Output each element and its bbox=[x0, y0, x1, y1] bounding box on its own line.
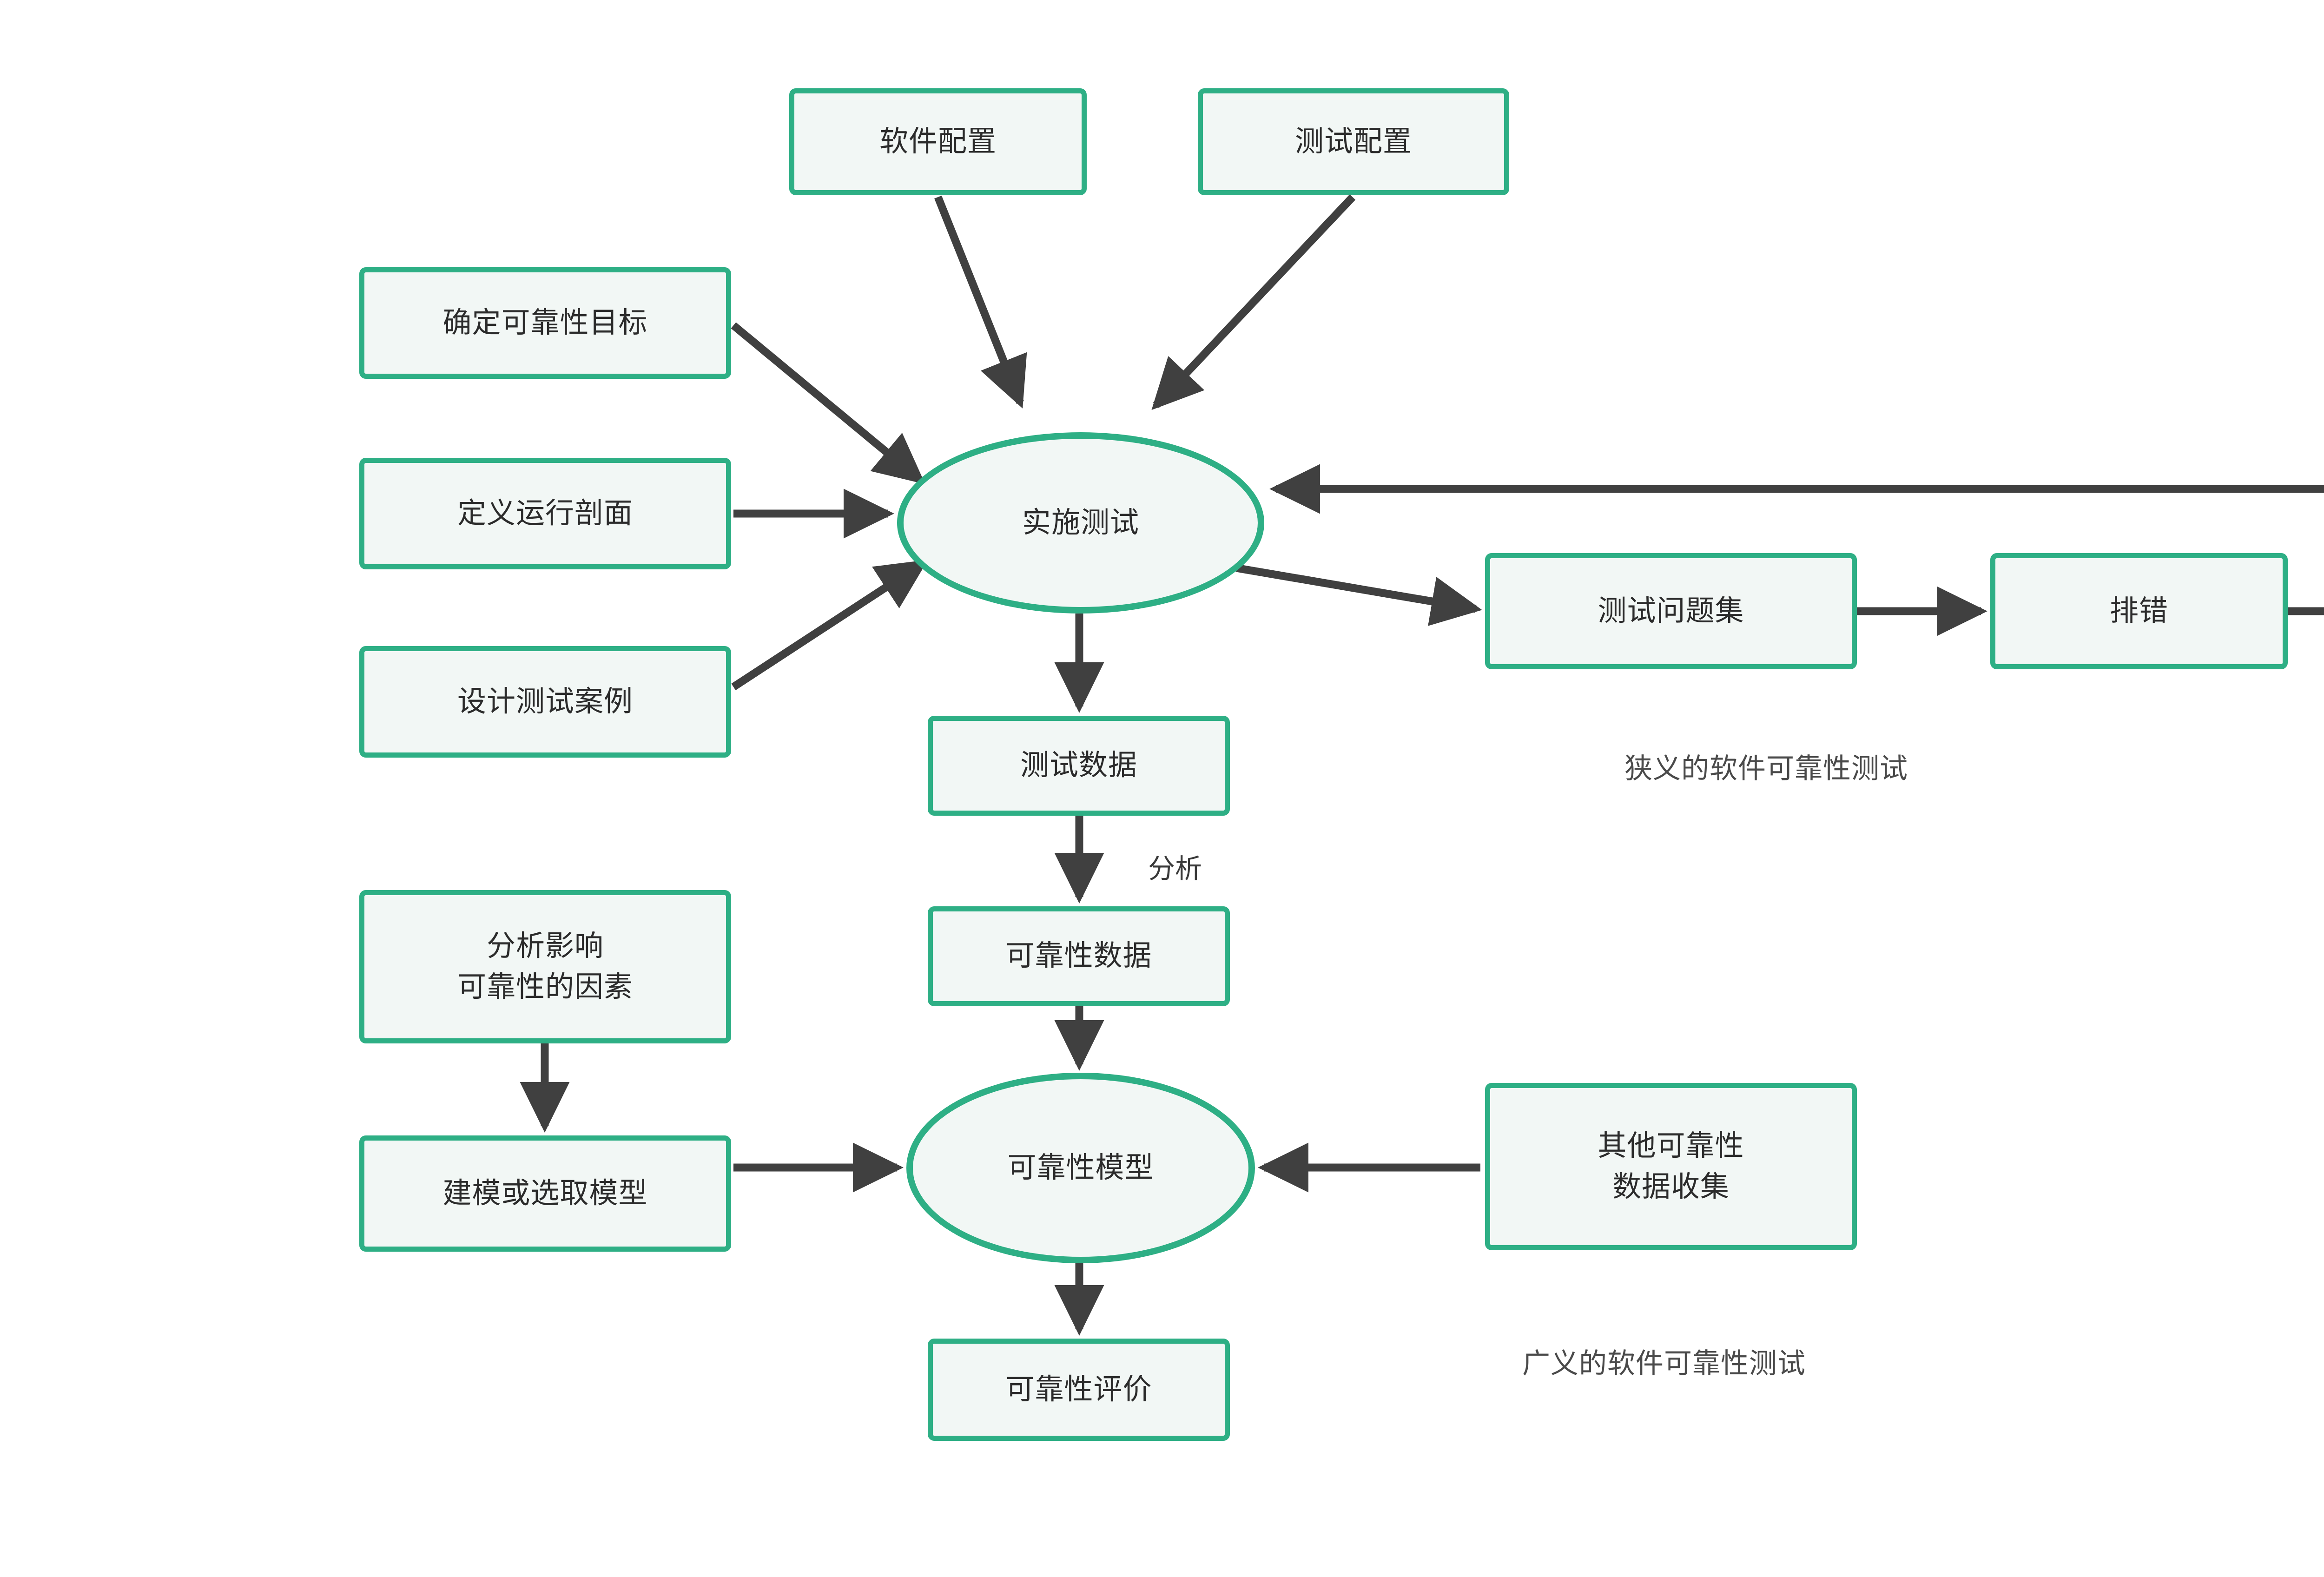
node-label: 实施测试 bbox=[1022, 506, 1139, 539]
edge-debug-to-implement-test bbox=[1269, 464, 2324, 615]
node-label: 可靠性模型 bbox=[1007, 1151, 1154, 1184]
node-model-selection[interactable]: 建模或选取模型 bbox=[359, 1135, 731, 1252]
node-test-config[interactable]: 测试配置 bbox=[1198, 88, 1509, 195]
node-label: 可靠性评价 bbox=[1005, 1373, 1152, 1405]
node-set-reliability-goal[interactable]: 确定可靠性目标 bbox=[359, 267, 731, 379]
node-test-data[interactable]: 测试数据 bbox=[928, 716, 1230, 816]
caption-broad-reliability-test: 广义的软件可靠性测试 bbox=[1522, 1348, 1806, 1379]
edge-software-config-to-implement-test bbox=[934, 195, 1027, 409]
node-reliability-data[interactable]: 可靠性数据 bbox=[928, 906, 1230, 1006]
node-debug[interactable]: 排错 bbox=[1990, 553, 2288, 669]
edge-cases-to-implement-test bbox=[731, 560, 928, 691]
node-reliability-eval[interactable]: 可靠性评价 bbox=[928, 1339, 1230, 1441]
node-label: 建模或选取模型 bbox=[442, 1177, 648, 1209]
edge-label-analysis: 分析 bbox=[1148, 854, 1202, 884]
node-label: 测试问题集 bbox=[1598, 594, 1744, 627]
node-label: 定义运行剖面 bbox=[457, 497, 633, 529]
node-label: 测试数据 bbox=[1020, 749, 1137, 782]
node-label: 测试配置 bbox=[1294, 125, 1412, 158]
node-other-data-collect[interactable]: 其他可靠性 数据收集 bbox=[1485, 1083, 1857, 1250]
edge-test-config-to-implement-test bbox=[1151, 194, 1356, 410]
node-label: 分析影响 可靠性的因素 bbox=[457, 930, 633, 1003]
node-label: 其他可靠性 数据收集 bbox=[1598, 1129, 1744, 1203]
edge-implement-test-to-issues bbox=[1235, 564, 1482, 626]
node-software-config[interactable]: 软件配置 bbox=[789, 88, 1087, 195]
node-label: 排错 bbox=[2109, 594, 2168, 627]
node-label: 可靠性数据 bbox=[1005, 940, 1152, 972]
node-test-issue-set[interactable]: 测试问题集 bbox=[1485, 553, 1857, 669]
node-implement-test[interactable]: 实施测试 bbox=[897, 432, 1264, 614]
caption-narrow-reliability-test: 狭义的软件可靠性测试 bbox=[1624, 753, 1908, 784]
node-label: 确定可靠性目标 bbox=[442, 306, 648, 339]
edge-goal-to-implement-test bbox=[731, 322, 925, 484]
node-design-test-cases[interactable]: 设计测试案例 bbox=[359, 646, 731, 758]
node-label: 设计测试案例 bbox=[457, 685, 633, 718]
node-define-op-profile[interactable]: 定义运行剖面 bbox=[359, 458, 731, 569]
node-analyze-factors[interactable]: 分析影响 可靠性的因素 bbox=[359, 890, 731, 1043]
node-reliability-model[interactable]: 可靠性模型 bbox=[906, 1073, 1255, 1263]
node-label: 软件配置 bbox=[879, 125, 997, 158]
